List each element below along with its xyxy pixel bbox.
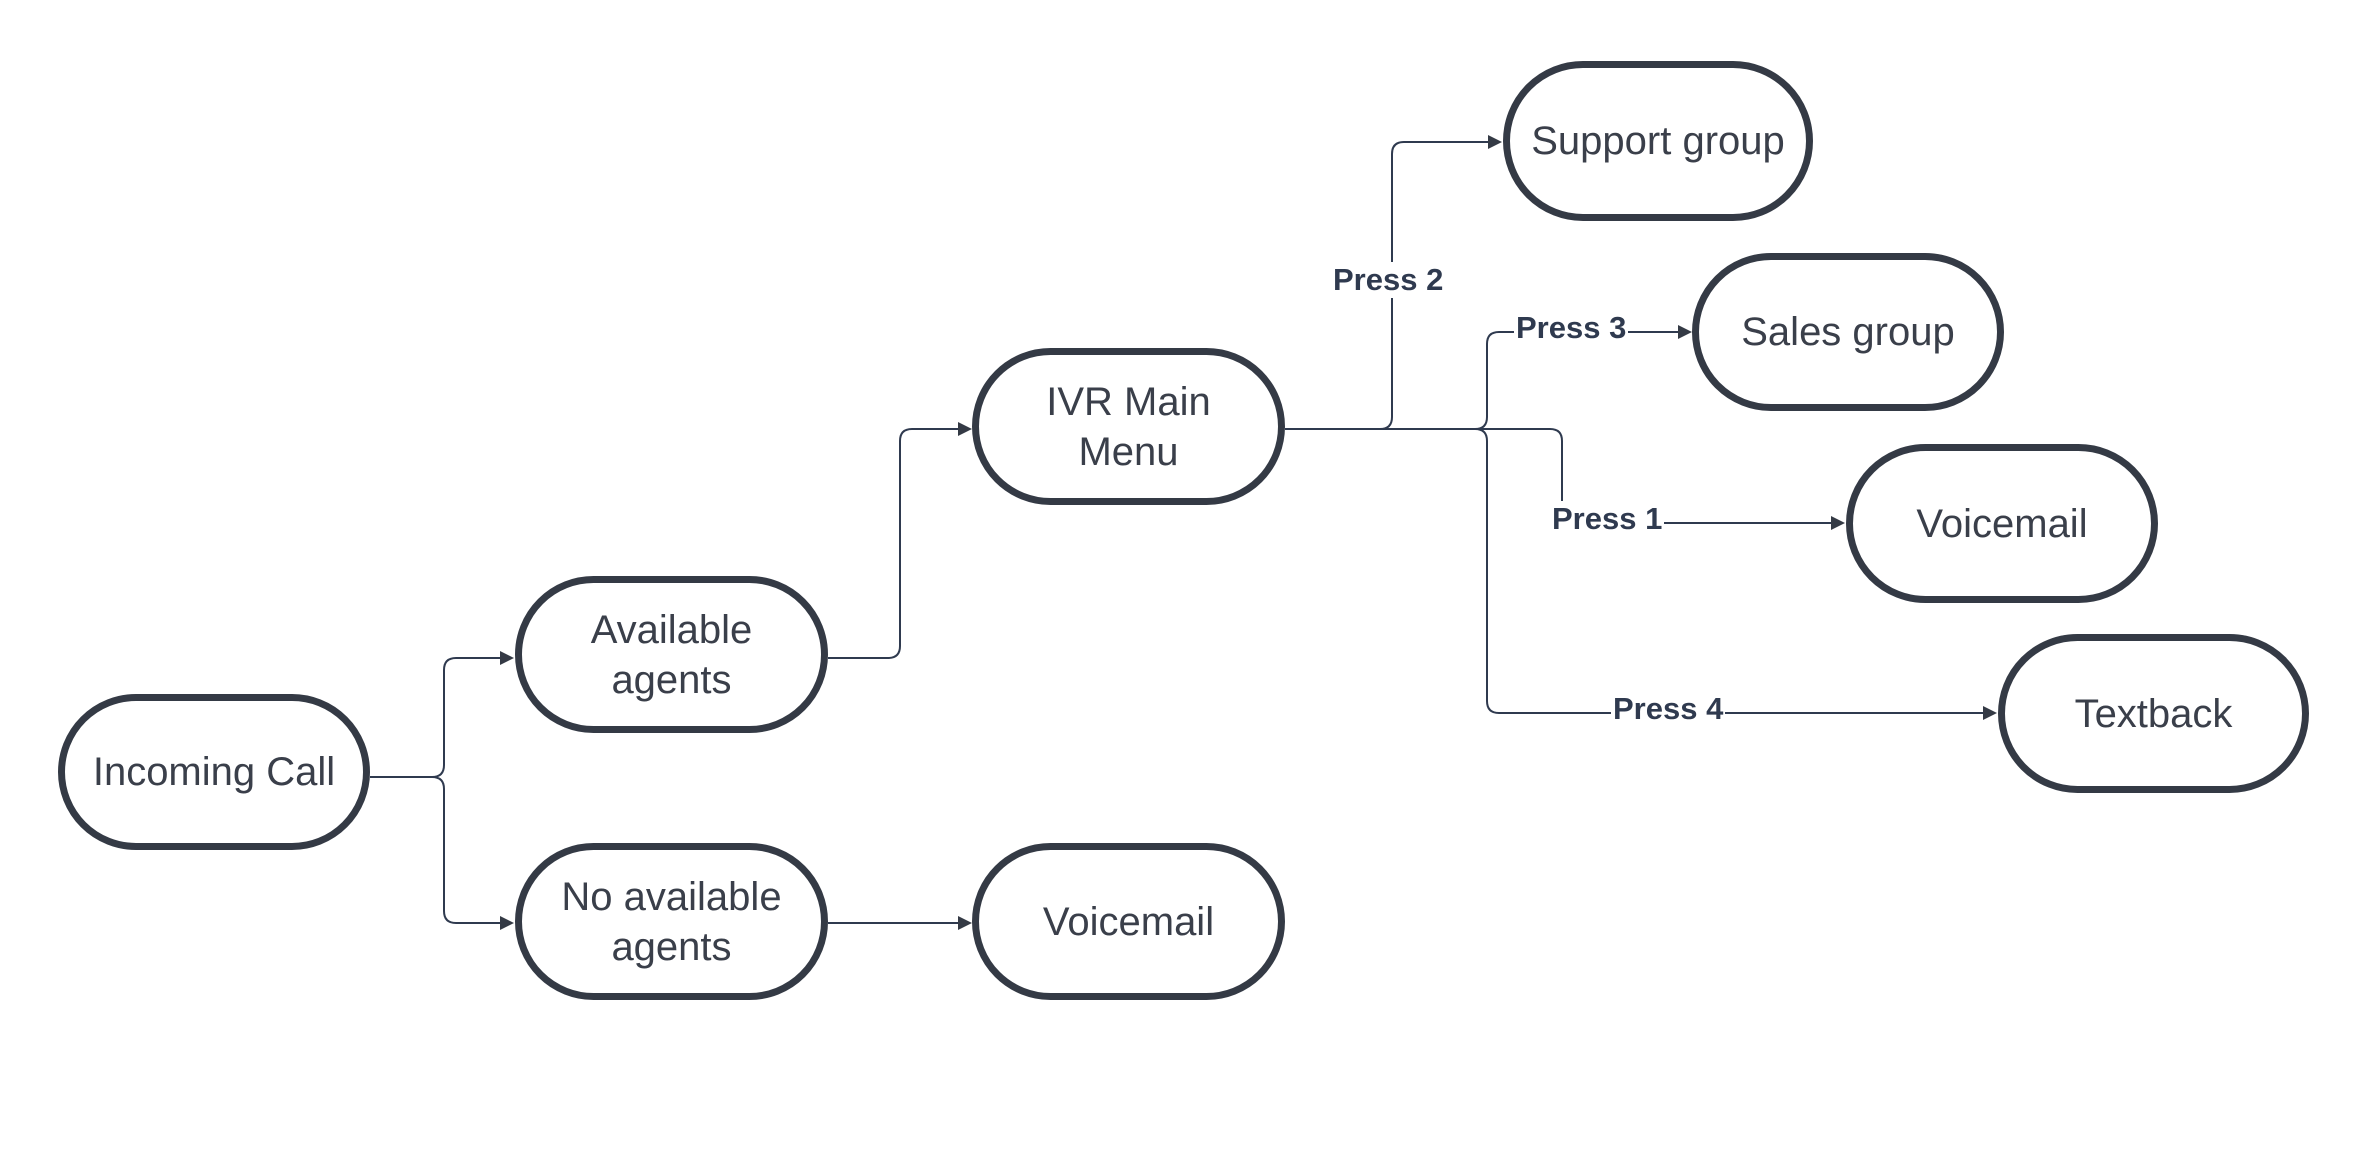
connector-available-to-ivr bbox=[828, 422, 972, 659]
node-incoming-call: Incoming Call bbox=[58, 694, 370, 850]
connector-incoming-to-available bbox=[370, 651, 514, 778]
edge-label-press-1: Press 1 bbox=[1550, 501, 1665, 537]
edge-label-press-2: Press 2 bbox=[1331, 262, 1446, 298]
node-sales-group-label: Sales group bbox=[1741, 310, 1955, 354]
node-voicemail-right: Voicemail bbox=[1846, 444, 2158, 603]
node-available-agents-label: Available agents bbox=[590, 607, 753, 702]
node-support-group-label: Support group bbox=[1531, 119, 1785, 163]
node-textback-label: Textback bbox=[2074, 691, 2233, 736]
connector-incoming-to-no-available bbox=[431, 776, 514, 930]
node-incoming-call-label: Incoming Call bbox=[92, 750, 336, 794]
connector-press-4 bbox=[1474, 428, 1997, 720]
node-no-available-agents: No available agents bbox=[515, 843, 828, 1000]
node-support-group: Support group bbox=[1503, 61, 1813, 221]
connector-press-3 bbox=[1474, 325, 1692, 430]
node-available-agents: Available agents bbox=[515, 576, 828, 733]
edge-label-press-4: Press 4 bbox=[1611, 691, 1726, 727]
node-ivr-main-menu: IVR Main Menu bbox=[972, 348, 1285, 505]
node-ivr-main-menu-label: IVR Main Menu bbox=[1046, 379, 1211, 474]
node-textback: Textback bbox=[1998, 634, 2309, 793]
node-no-available-agents-label: No available agents bbox=[561, 874, 782, 969]
node-sales-group: Sales group bbox=[1692, 253, 2004, 411]
node-voicemail-right-label: Voicemail bbox=[1916, 501, 2088, 546]
node-voicemail-left: Voicemail bbox=[972, 843, 1285, 1000]
connector-press-2 bbox=[1379, 135, 1502, 430]
edge-label-press-3: Press 3 bbox=[1514, 310, 1629, 346]
node-voicemail-left-label: Voicemail bbox=[1042, 899, 1215, 944]
